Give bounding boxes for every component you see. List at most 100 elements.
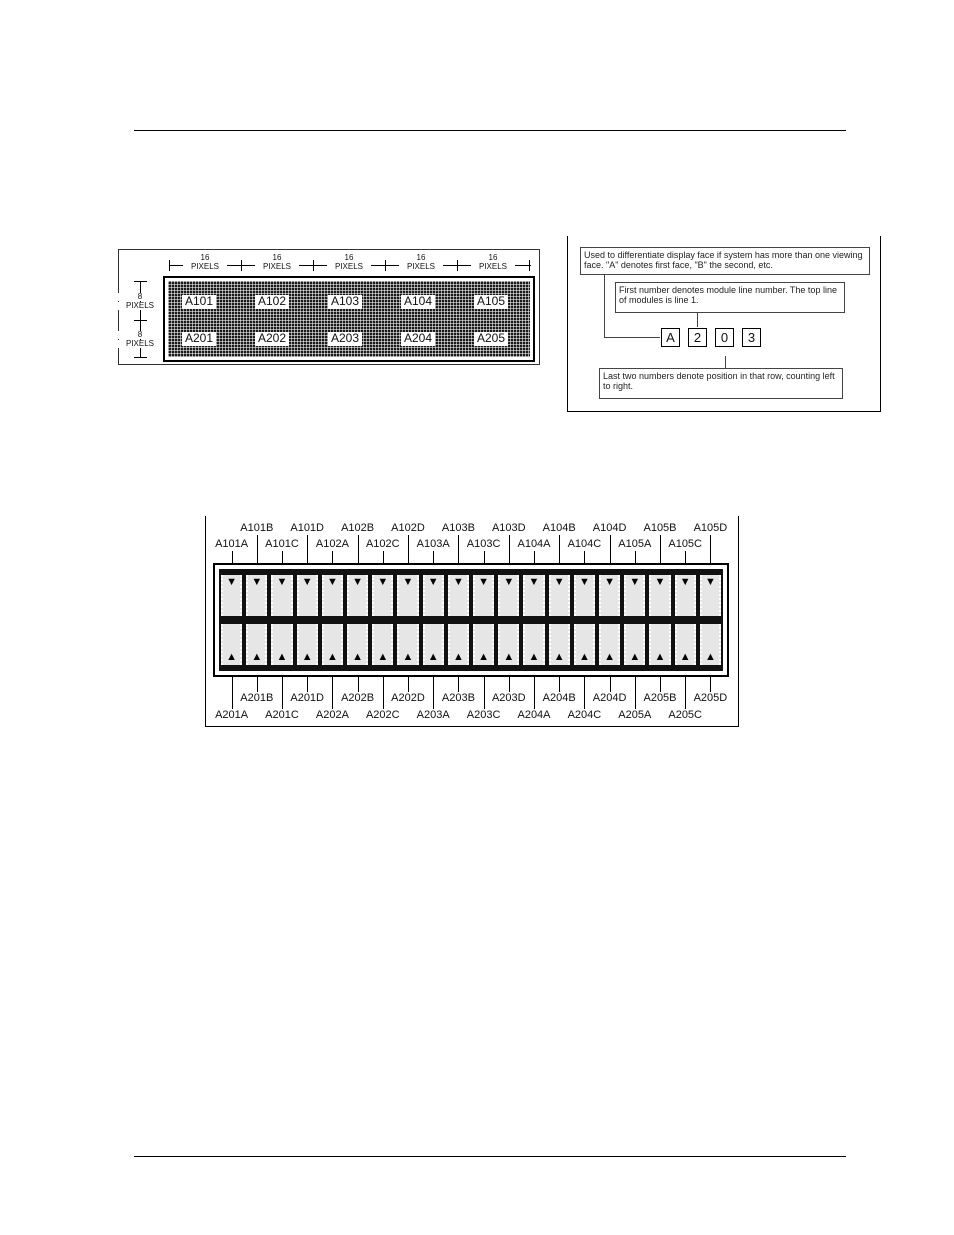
submodule-label: A101C [265, 538, 299, 550]
column-pixel-unit: PIXELS [255, 263, 299, 271]
submodule-label: A205B [643, 692, 677, 704]
down-arrow-icon: ▼ [377, 576, 389, 588]
up-arrow-icon: ▲ [251, 651, 263, 663]
submodule-label: A105C [668, 538, 702, 550]
up-arrow-icon: ▲ [553, 651, 565, 663]
module-label: A205 [474, 332, 509, 346]
column-pixel-count: 16 [471, 254, 515, 262]
up-arrow-icon: ▲ [427, 651, 439, 663]
up-arrow-icon: ▲ [478, 651, 490, 663]
submodule-label: A104A [517, 538, 551, 550]
submodule-cell: ▲ [321, 624, 343, 665]
label-leader-line [433, 666, 434, 709]
up-arrow-icon: ▲ [276, 651, 288, 663]
label-leader-line [282, 666, 283, 709]
submodule-label: A202B [341, 692, 375, 704]
submodule-label: A201B [240, 692, 274, 704]
up-arrow-icon: ▲ [704, 651, 716, 663]
down-arrow-icon: ▼ [478, 576, 490, 588]
submodule-label: A201D [290, 692, 324, 704]
down-arrow-icon: ▼ [427, 576, 439, 588]
up-arrow-icon: ▲ [452, 651, 464, 663]
submodule-label: A202D [391, 692, 425, 704]
dimension-tick [134, 320, 147, 321]
down-arrow-icon: ▼ [704, 576, 716, 588]
up-arrow-icon: ▲ [402, 651, 414, 663]
submodule-label: A204D [592, 692, 627, 704]
down-arrow-icon: ▼ [326, 576, 338, 588]
label-leader-line [257, 535, 258, 576]
row-pixel-count: 8 [118, 331, 162, 339]
row-pixel-count: 8 [118, 293, 162, 301]
submodule-label: A103D [491, 522, 526, 534]
label-leader-line [509, 535, 510, 576]
label-leader-line [660, 535, 661, 576]
digit-face: A [661, 328, 680, 347]
down-arrow-icon: ▼ [251, 576, 263, 588]
down-arrow-icon: ▼ [553, 576, 565, 588]
digit-position-tens: 0 [715, 328, 734, 347]
submodule-label: A203D [491, 692, 526, 704]
submodule-cell: ▲ [296, 624, 318, 665]
submodule-label: A205C [668, 709, 702, 721]
down-arrow-icon: ▼ [276, 576, 288, 588]
submodule-label: A101A [215, 538, 249, 550]
down-arrow-icon: ▼ [503, 576, 515, 588]
down-arrow-icon: ▼ [402, 576, 414, 588]
up-arrow-icon: ▲ [352, 651, 364, 663]
submodule-cell: ▼ [573, 575, 595, 616]
submodule-label: A201C [265, 709, 299, 721]
up-arrow-icon: ▲ [679, 651, 691, 663]
label-leader-line [710, 666, 711, 692]
dimension-tick [169, 260, 170, 271]
dimension-tick [241, 260, 242, 271]
submodule-cell: ▲ [221, 624, 243, 665]
column-pixel-count: 16 [183, 254, 227, 262]
dimension-tick [134, 281, 147, 282]
label-leader-line [458, 535, 459, 576]
module-label: A103 [328, 295, 363, 309]
submodule-label: A101D [290, 522, 324, 534]
submodule-label: A104C [567, 538, 602, 550]
label-leader-line [257, 666, 258, 692]
submodule-cell: ▼ [699, 575, 721, 616]
submodule-label: A202A [315, 709, 349, 721]
label-leader-line [307, 535, 308, 576]
submodule-cell: ▲ [246, 624, 268, 665]
submodule-matrix: ▼▼▼▼▼▼▼▼▼▼▼▼▼▼▼▼▼▼▼▼▲▲▲▲▲▲▲▲▲▲▲▲▲▲▲▲▲▲▲▲ [219, 569, 723, 671]
submodule-cell: ▲ [548, 624, 570, 665]
label-leader-line [610, 666, 611, 692]
submodule-label: A105A [618, 538, 652, 550]
position-note: Last two numbers denote position in that… [599, 368, 843, 399]
submodule-cell: ▼ [523, 575, 545, 616]
up-arrow-icon: ▲ [301, 651, 313, 663]
submodule-label: A102B [341, 522, 375, 534]
column-pixel-unit: PIXELS [399, 263, 443, 271]
header-rule [134, 130, 846, 131]
dimension-tick [529, 260, 530, 271]
submodule-label: A202C [365, 709, 400, 721]
label-leader-line [408, 535, 409, 576]
dimension-tick [457, 260, 458, 271]
module-label: A104 [401, 295, 436, 309]
submodule-cell: ▼ [347, 575, 369, 616]
submodule-cell: ▲ [649, 624, 671, 665]
label-leader-line [534, 666, 535, 709]
submodule-cell: ▼ [599, 575, 621, 616]
up-arrow-icon: ▲ [578, 651, 590, 663]
dimension-tick [313, 260, 314, 271]
submodule-label: A102D [391, 522, 425, 534]
submodule-label: A203B [441, 692, 475, 704]
module-label: A201 [182, 332, 217, 346]
submodule-cell: ▼ [649, 575, 671, 616]
down-arrow-icon: ▼ [301, 576, 313, 588]
submodule-label: A103B [441, 522, 475, 534]
down-arrow-icon: ▼ [679, 576, 691, 588]
label-leader-line [358, 535, 359, 576]
row-pixel-unit: PIXELS [118, 340, 162, 348]
label-leader-line [559, 666, 560, 692]
submodule-cell: ▼ [246, 575, 268, 616]
up-arrow-icon: ▲ [503, 651, 515, 663]
